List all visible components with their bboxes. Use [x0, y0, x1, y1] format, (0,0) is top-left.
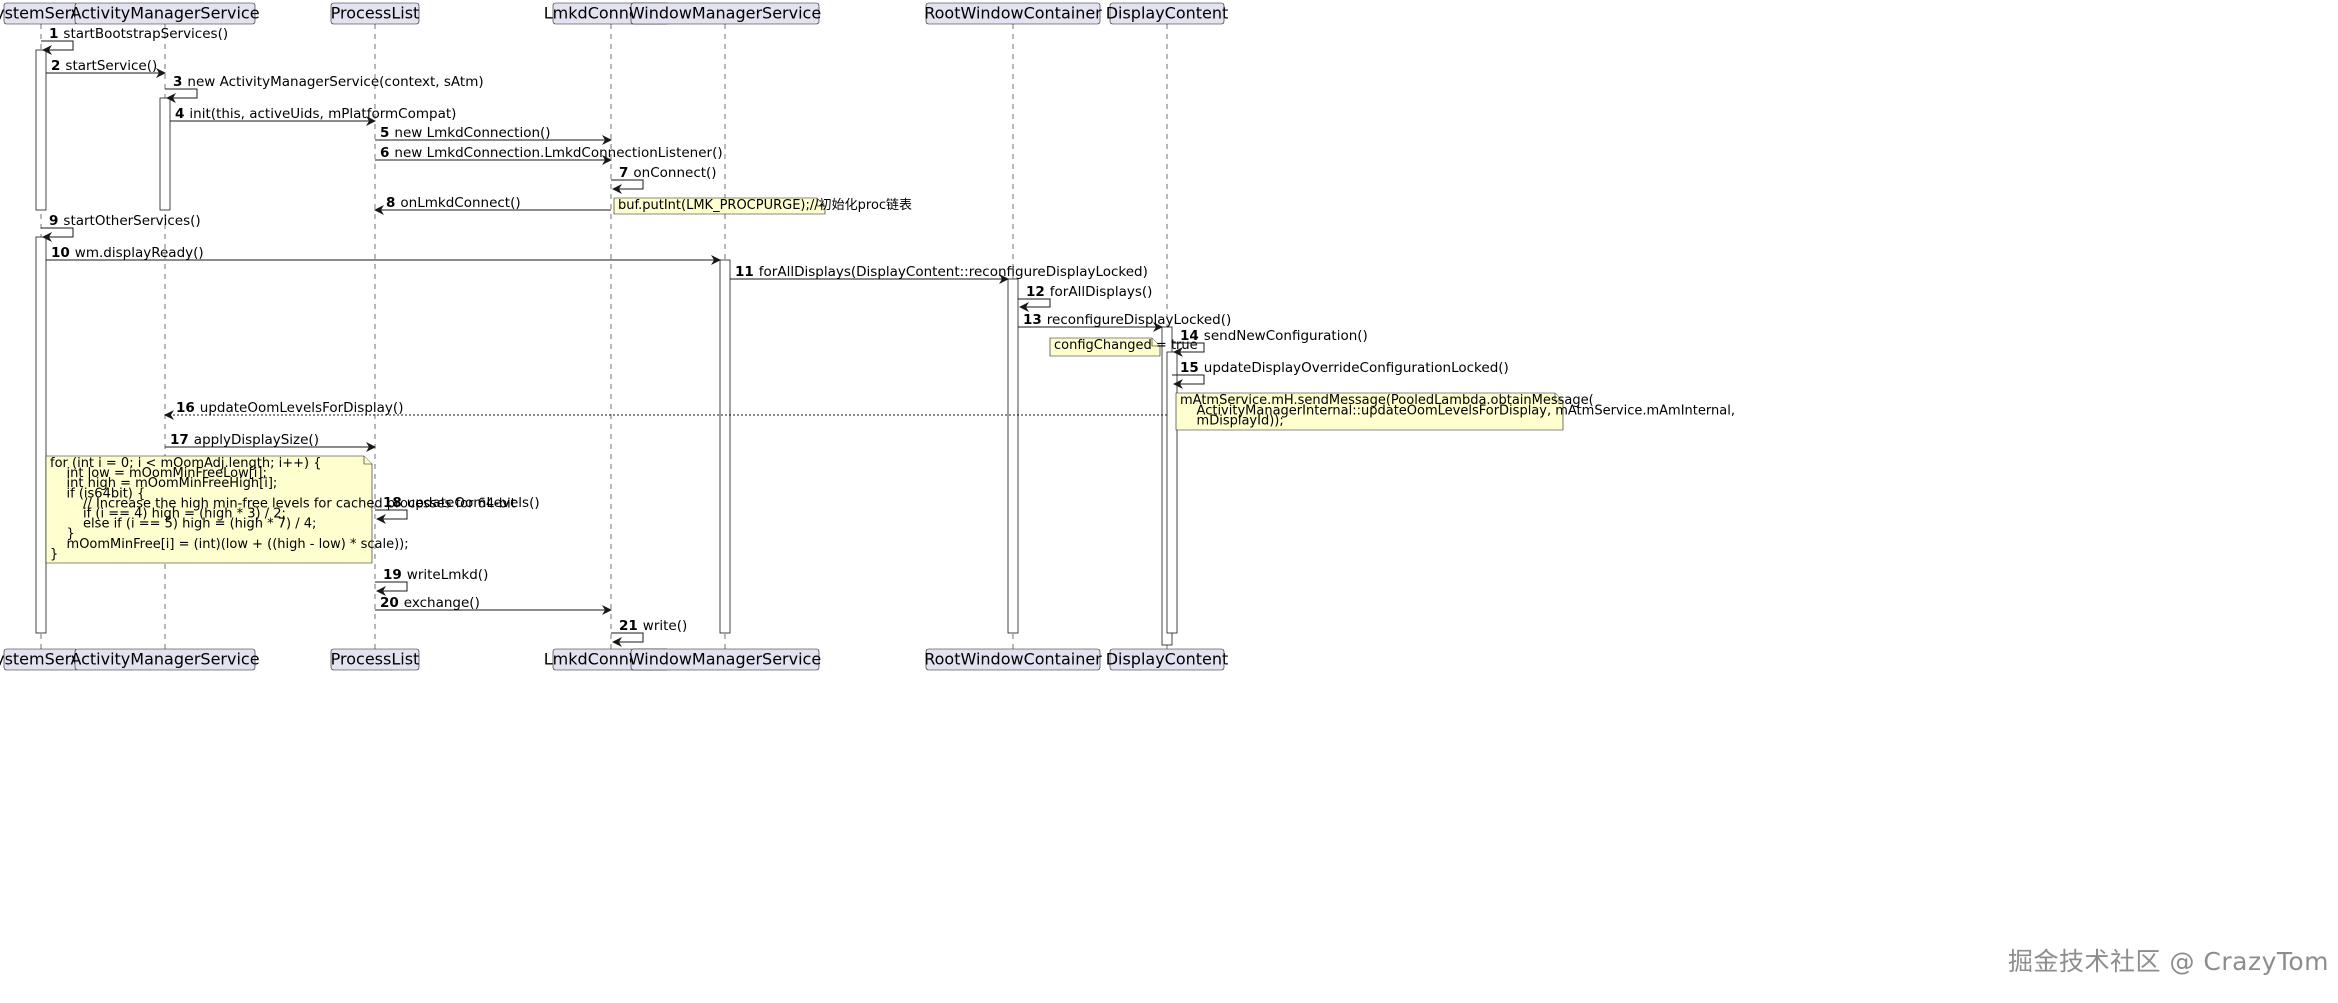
participant-wms-top: WindowManagerService [629, 2, 821, 25]
watermark-text: 掘金技术社区 @ CrazyTom [2008, 947, 2330, 976]
activation-bar-dc [1166, 351, 1178, 634]
note-line: mDisplayId)); [1180, 414, 1284, 429]
participant-dc-top: DisplayContent [1106, 2, 1229, 25]
participant-pl-bottom: ProcessList [331, 648, 420, 671]
participant-wms-bottom: WindowManagerService [629, 648, 821, 671]
note-line: buf.putInt(LMK_PROCPURGE);//初始化proc链表 [618, 198, 912, 213]
activation-bar-rwc [1007, 278, 1019, 634]
note-line: configChanged = true [1054, 338, 1198, 353]
note-line: if (is64bit) { [50, 486, 145, 501]
participant-label: RootWindowContainer [924, 4, 1102, 23]
participant-ams-top: ActivityManagerService [70, 2, 260, 25]
participant-rwc-bottom: RootWindowContainer [924, 648, 1102, 671]
participant-label: ActivityManagerService [70, 4, 259, 23]
note-line: else if (i == 5) high = (high * 7) / 4; [50, 517, 316, 532]
note-line: if (i == 4) high = (high * 3) / 2; [50, 507, 286, 522]
participant-label: SystemServer [0, 650, 97, 669]
note-line: int high = mOomMinFreeHigh[i]; [50, 476, 277, 491]
note-oom: for (int i = 0; i < mOomAdj.length; i++)… [45, 455, 516, 564]
note-proc: buf.putInt(LMK_PROCPURGE);//初始化proc链表 [613, 197, 912, 215]
participant-label: SystemServer [0, 4, 97, 23]
activation-bar-ss [35, 236, 47, 634]
activation-bar-ss [35, 49, 47, 211]
participant-label: WindowManagerService [629, 4, 821, 23]
note-config: configChanged = true [1049, 337, 1198, 357]
note-line: } [50, 527, 75, 542]
participant-label: ProcessList [331, 4, 420, 23]
participant-label: DisplayContent [1106, 650, 1229, 669]
participant-pl-top: ProcessList [331, 2, 420, 25]
note-line: for (int i = 0; i < mOomAdj.length; i++)… [50, 456, 321, 471]
activation-bar-ams [159, 97, 171, 211]
participant-label: RootWindowContainer [924, 650, 1102, 669]
note-line: mAtmService.mH.sendMessage(PooledLambda.… [1180, 393, 1594, 408]
note-line: int low = mOomMinFreeLow[i]; [50, 466, 267, 481]
participant-dc-bottom: DisplayContent [1106, 648, 1229, 671]
note-line: ActivityManagerInternal::updateOomLevels… [1180, 403, 1735, 418]
note-line: mOomMinFree[i] = (int)(low + ((high - lo… [50, 537, 409, 552]
note-line: // Increase the high min-free levels for… [50, 496, 516, 511]
activation-bar-wms [719, 259, 731, 634]
participant-label: WindowManagerService [629, 650, 821, 669]
participant-label: ActivityManagerService [70, 650, 259, 669]
participant-ams-bottom: ActivityManagerService [70, 648, 260, 671]
note-send: mAtmService.mH.sendMessage(PooledLambda.… [1175, 392, 1735, 431]
participant-label: DisplayContent [1106, 4, 1229, 23]
note-line: } [50, 547, 58, 562]
participant-ss-bottom: SystemServer [0, 648, 97, 671]
participant-label: ProcessList [331, 650, 420, 669]
participant-ss-top: SystemServer [0, 2, 97, 25]
participant-rwc-top: RootWindowContainer [924, 2, 1102, 25]
